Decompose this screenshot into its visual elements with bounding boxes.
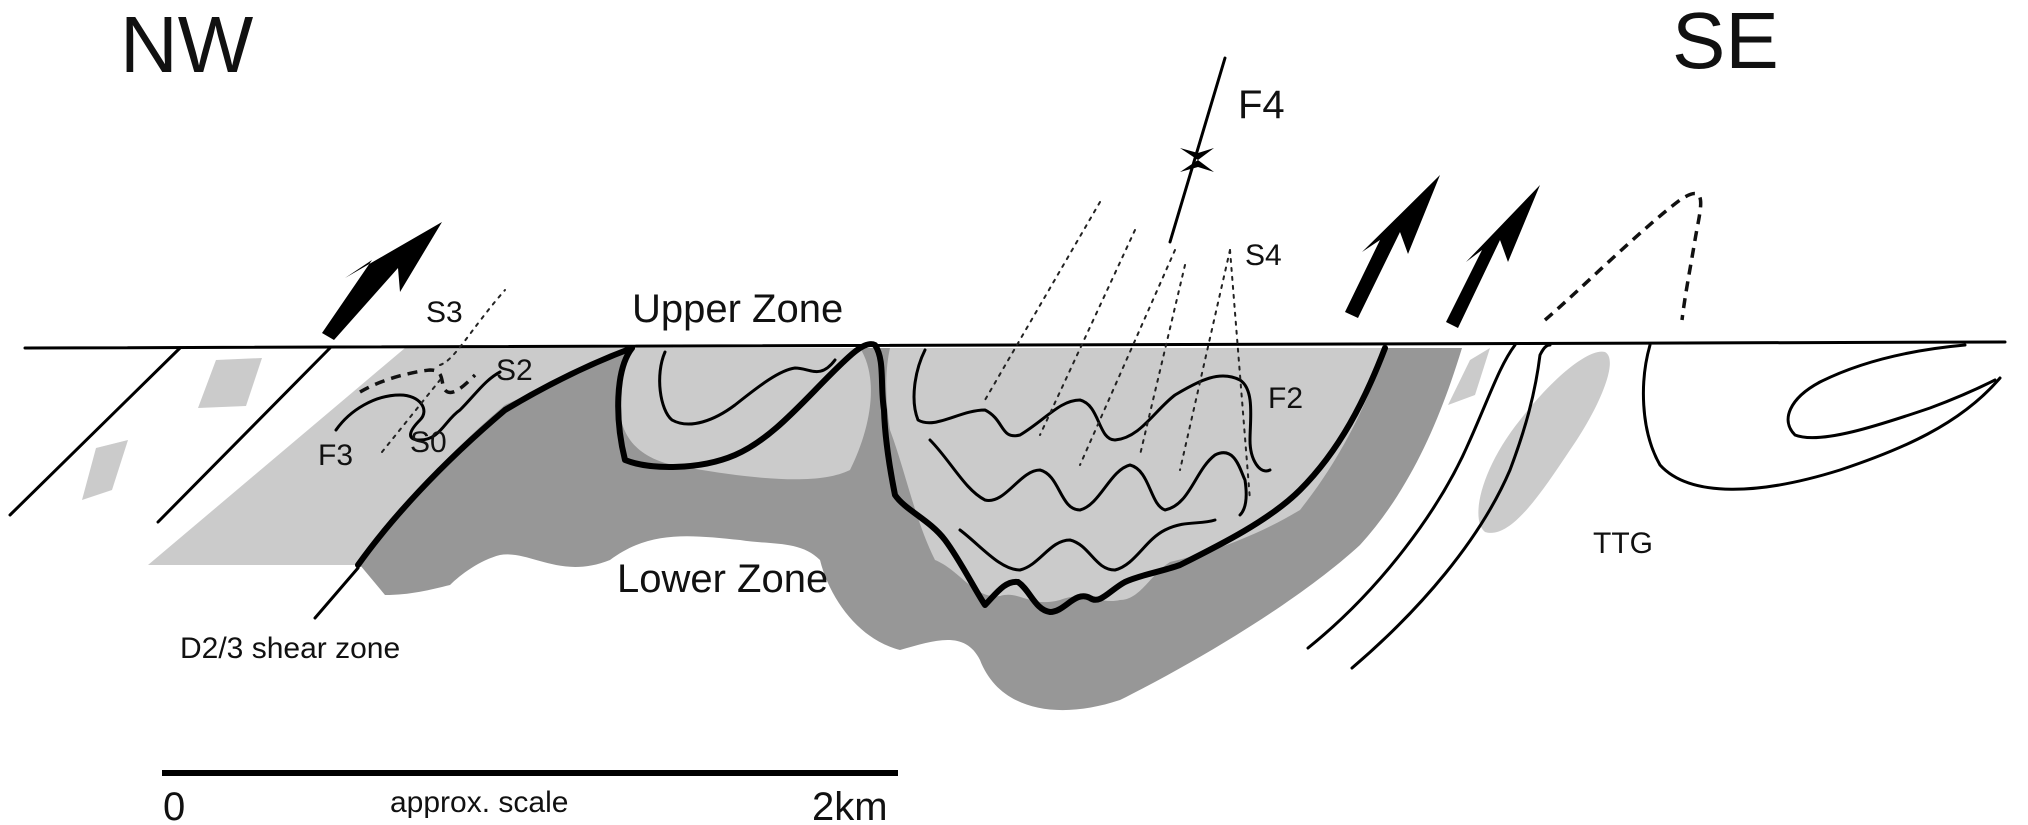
lens-left-2 xyxy=(82,440,128,500)
contact-upper-fold xyxy=(615,341,1388,615)
s2-label: S2 xyxy=(496,354,533,387)
s4-trace-1 xyxy=(984,201,1101,401)
fault-line-far-left xyxy=(8,346,182,517)
scale-caption: approx. scale xyxy=(390,786,568,819)
fault-line-right-1 xyxy=(1306,343,1517,650)
shear-arrow-nw[interactable] xyxy=(322,222,442,340)
fold-line-right-middle xyxy=(928,438,1248,517)
ttg-fold-inner xyxy=(1786,343,1997,440)
s4-trace-6 xyxy=(1229,249,1251,501)
s4-label: S4 xyxy=(1245,239,1282,272)
s2-dashed-trace xyxy=(359,368,477,395)
upper-zone-fill xyxy=(618,348,871,480)
f4-label: F4 xyxy=(1238,83,1285,127)
lens-right-1 xyxy=(1448,348,1490,405)
f4-axial-line xyxy=(1168,56,1227,244)
ttg-label: TTG xyxy=(1593,527,1653,560)
s0-label: S0 xyxy=(410,426,447,459)
scale-end-label: 2km xyxy=(812,785,888,825)
shear-zone-label: D2/3 shear zone xyxy=(180,632,400,665)
scale-start-label: 0 xyxy=(163,785,185,825)
s4-trace-3 xyxy=(1079,249,1176,466)
ttg-fold-outer xyxy=(1641,343,2002,491)
s0-dotted-trace xyxy=(381,379,441,453)
s4-trace-2 xyxy=(1039,229,1136,436)
fold-line-right-lower xyxy=(958,518,1217,572)
f4-antiform-symbol xyxy=(1180,148,1214,160)
nw-label: NW xyxy=(120,0,254,89)
fault-line-right-2 xyxy=(1350,343,1552,670)
f3-fold xyxy=(334,370,502,442)
s4-trace-5 xyxy=(1179,249,1231,471)
upper-zone-label: Upper Zone xyxy=(632,287,843,331)
upper-zone-fill-2 xyxy=(886,348,1385,603)
se-label: SE xyxy=(1672,0,1779,85)
contact-left xyxy=(355,345,635,568)
light-gray-unit-left xyxy=(148,348,630,568)
fold-line-right-upper xyxy=(912,348,1272,473)
lens-left-1 xyxy=(198,358,262,408)
ground-surface xyxy=(23,340,2007,350)
ttg-dashed-fold xyxy=(1543,191,1703,322)
shear-zone-leader xyxy=(313,566,360,620)
lower-zone-label: Lower Zone xyxy=(617,557,828,601)
s4-trace-4 xyxy=(1139,264,1186,456)
shear-arrow-se-1[interactable] xyxy=(1345,175,1440,318)
f3-label: F3 xyxy=(318,439,353,472)
fold-line-upper-left xyxy=(658,350,837,426)
s3-dotted-trace xyxy=(439,289,506,366)
shear-arrow-se-2[interactable] xyxy=(1446,185,1540,328)
f4-antiform-symbol-2 xyxy=(1180,160,1214,172)
s3-label: S3 xyxy=(426,296,463,329)
fault-line-left xyxy=(156,346,332,524)
f2-label: F2 xyxy=(1268,382,1303,415)
lens-right-2 xyxy=(1478,351,1610,533)
